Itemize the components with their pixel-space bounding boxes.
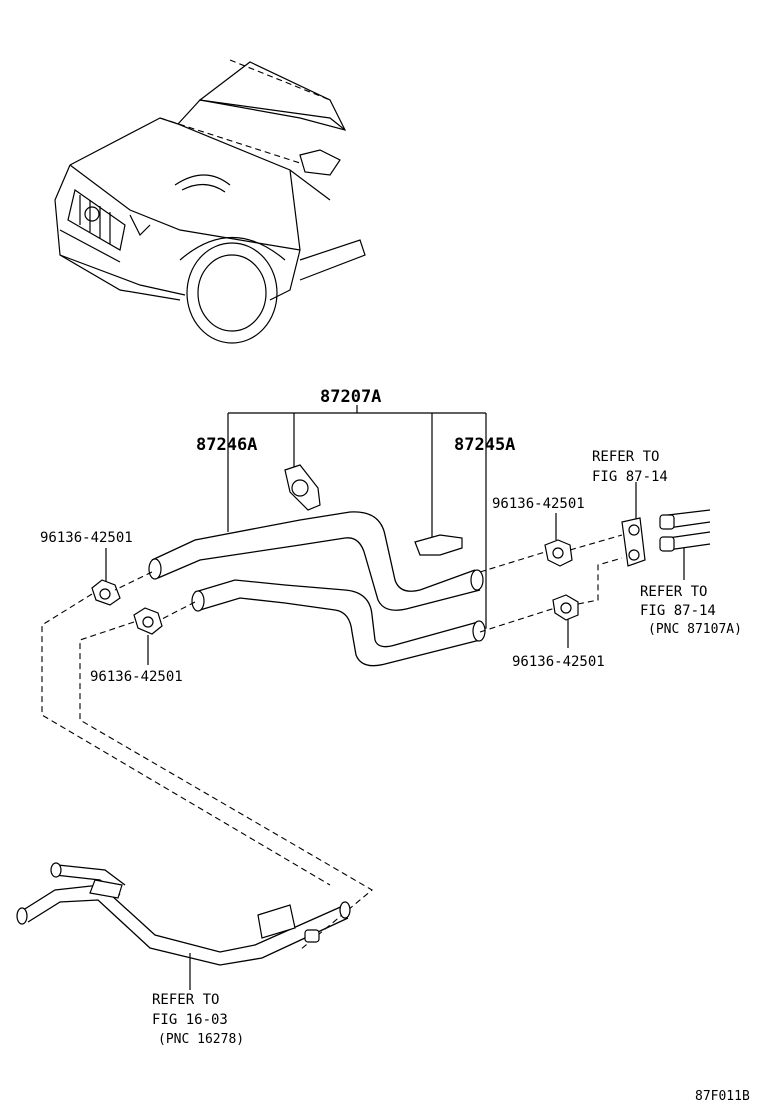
valve-ref-line1: REFER TO (592, 449, 659, 465)
assembly-part-label: 87207A (320, 387, 381, 407)
water-pipe-assembly[interactable] (16, 862, 351, 966)
clamp-label-left-lower: 96136-42501 (90, 669, 183, 685)
clamp-left-lower[interactable] (133, 607, 163, 635)
hose-87246A[interactable] (148, 511, 484, 611)
engine-ref-line2: FIG 16-03 (152, 1012, 228, 1028)
engine-ref-line1: REFER TO (152, 992, 219, 1008)
clamp-right-lower[interactable] (552, 594, 579, 621)
hose-upper-part-label: 87246A (196, 435, 257, 455)
hose-clip-lower[interactable] (414, 534, 463, 556)
clamp-label-right-lower: 96136-42501 (512, 654, 605, 670)
hose-clip-upper[interactable] (284, 464, 321, 511)
figure-code: 87F011B (695, 1089, 750, 1104)
leader-lines (105, 405, 685, 990)
pipe-ref-line1: REFER TO (640, 584, 707, 600)
engine-ref-line3: (PNC 16278) (158, 1032, 244, 1047)
valve-ref-line2: FIG 87-14 (592, 469, 668, 485)
clamp-right-upper[interactable] (544, 539, 573, 567)
hose-lower-part-label: 87245A (454, 435, 515, 455)
pipe-ref-line2: FIG 87-14 (640, 603, 716, 619)
hose-87245A[interactable] (191, 579, 486, 667)
vehicle-illustration (54, 59, 366, 344)
pipe-ref-line3: (PNC 87107A) (648, 622, 742, 637)
clamp-label-right-upper: 96136-42501 (492, 496, 585, 512)
clamp-left-upper[interactable] (91, 579, 121, 606)
clamp-label-left-upper: 96136-42501 (40, 530, 133, 546)
heater-pipes[interactable] (659, 509, 711, 552)
connection-dashes (41, 534, 623, 951)
water-valve[interactable] (621, 517, 646, 567)
